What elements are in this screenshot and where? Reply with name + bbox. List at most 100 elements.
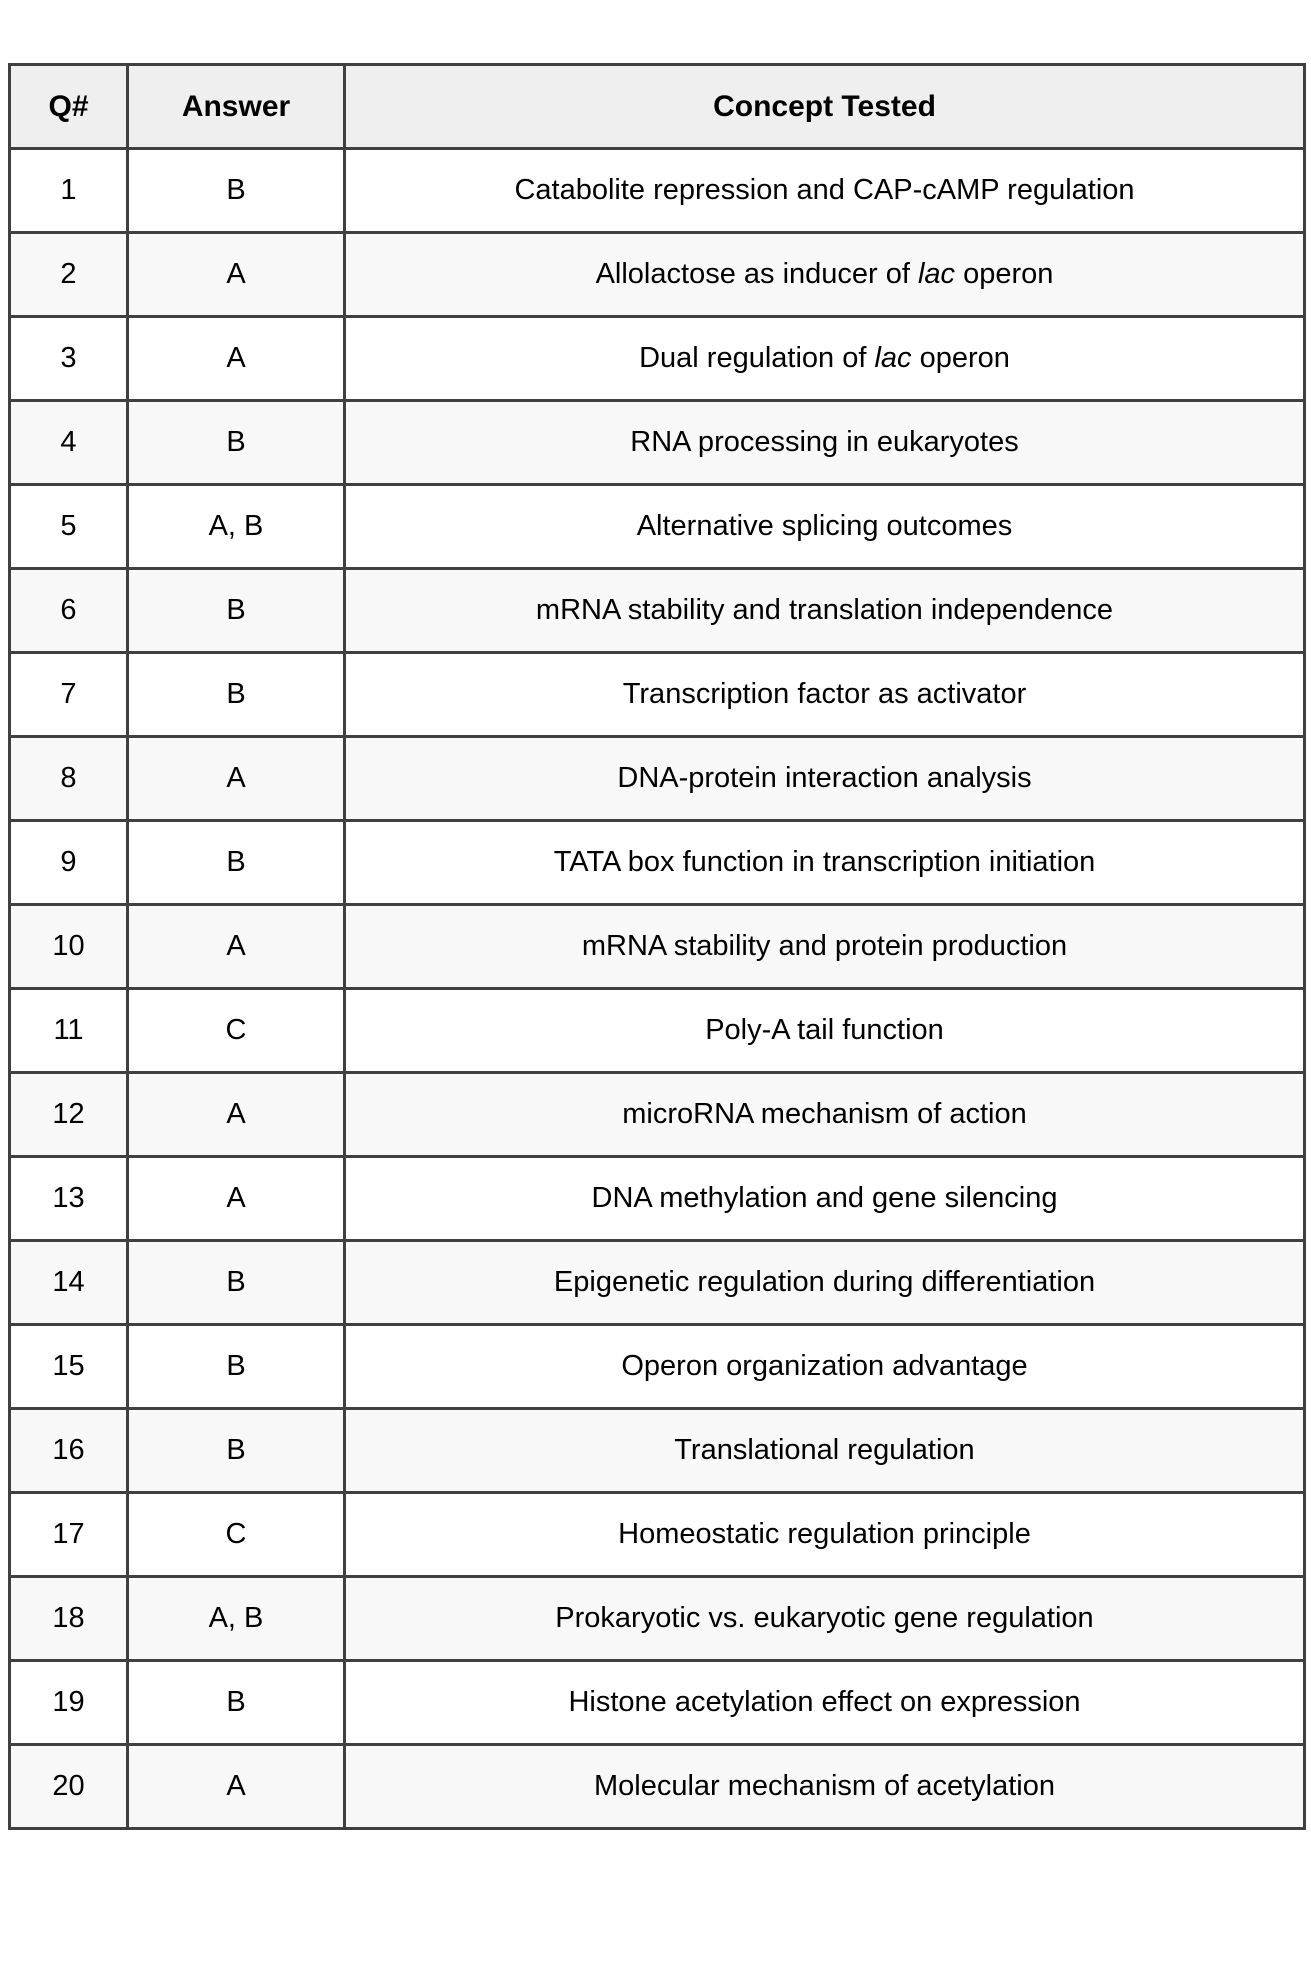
question-number-cell: 3 [8,315,129,402]
concept-cell: Alternative splicing outcomes [343,483,1306,570]
concept-text: Prokaryotic vs. eukaryotic gene regulati… [555,1602,1094,1634]
concept-text: Epigenetic regulation during differentia… [553,1266,1096,1298]
concept-text-italic: lac [874,342,912,374]
answer-cell: A [126,231,346,318]
concept-cell: Transcription factor as activator [343,651,1306,738]
question-number-cell: 6 [8,567,129,654]
concept-text: TATA box function in transcription initi… [553,846,1096,878]
concept-text: Histone acetylation effect on expression [568,1686,1081,1718]
concept-cell: TATA box function in transcription initi… [343,819,1306,906]
question-number-cell: 7 [8,651,129,738]
question-number-cell: 11 [8,987,129,1074]
concept-text: mRNA stability and protein production [581,930,1068,962]
concept-text: Molecular mechanism of acetylation [594,1770,1055,1802]
answer-cell: A, B [126,1575,346,1662]
answer-cell: B [126,1659,346,1746]
concept-text: Poly-A tail function [705,1014,944,1046]
header-row: Q# Answer Concept Tested [8,63,1306,150]
concept-text: RNA processing in eukaryotes [630,426,1019,458]
table-header: Q# Answer Concept Tested [8,63,1306,150]
concept-text: Dual regulation of [639,342,875,374]
concept-text: Transcription factor as activator [622,678,1027,710]
answer-cell: B [126,1323,346,1410]
concept-text: Homeostatic regulation principle [618,1518,1031,1550]
concept-text: DNA-protein interaction analysis [617,762,1032,794]
concept-cell: mRNA stability and protein production [343,903,1306,990]
answer-cell: C [126,987,346,1074]
question-number-cell: 18 [8,1575,129,1662]
answer-cell: A [126,1071,346,1158]
concept-text: DNA methylation and gene silencing [591,1182,1058,1214]
concept-cell: Prokaryotic vs. eukaryotic gene regulati… [343,1575,1306,1662]
concept-text-italic: lac [917,258,956,290]
concept-text: Translational regulation [674,1434,975,1466]
concept-cell: Catabolite repression and CAP-cAMP regul… [343,147,1306,234]
concept-cell: Translational regulation [343,1407,1306,1494]
concept-cell: microRNA mechanism of action [343,1071,1306,1158]
concept-cell: mRNA stability and translation independe… [343,567,1306,654]
concept-text: Catabolite repression and CAP-cAMP regul… [514,174,1135,206]
concept-text: operon [955,258,1054,290]
answer-cell: C [126,1491,346,1578]
answer-cell: A [126,903,346,990]
column-header-concept-tested: Concept Tested [343,63,1306,150]
answer-cell: B [126,147,346,234]
answer-cell: B [126,399,346,486]
question-number-cell: 1 [8,147,129,234]
concept-text: mRNA stability and translation independe… [535,594,1114,626]
question-number-cell: 9 [8,819,129,906]
answer-cell: A [126,735,346,822]
question-number-cell: 4 [8,399,129,486]
answer-cell: B [126,651,346,738]
question-number-cell: 13 [8,1155,129,1242]
concept-cell: Allolactose as inducer of lac operon [343,231,1306,318]
answer-cell: B [126,1407,346,1494]
concept-cell: Epigenetic regulation during differentia… [343,1239,1306,1326]
concept-cell: Histone acetylation effect on expression [343,1659,1306,1746]
answer-cell: B [126,1239,346,1326]
concept-cell: Molecular mechanism of acetylation [343,1743,1306,1830]
concept-text: Alternative splicing outcomes [636,510,1013,542]
answer-cell: A [126,315,346,402]
question-number-cell: 19 [8,1659,129,1746]
concept-cell: DNA-protein interaction analysis [343,735,1306,822]
question-number-cell: 15 [8,1323,129,1410]
concept-text: microRNA mechanism of action [622,1098,1027,1130]
answer-cell: B [126,819,346,906]
concept-text: Allolactose as inducer of [595,258,918,290]
question-number-cell: 16 [8,1407,129,1494]
concept-text: operon [911,342,1010,374]
question-number-cell: 20 [8,1743,129,1830]
concept-cell: Dual regulation of lac operon [343,315,1306,402]
concept-cell: RNA processing in eukaryotes [343,399,1306,486]
concept-cell: DNA methylation and gene silencing [343,1155,1306,1242]
answer-cell: A [126,1743,346,1830]
answer-cell: A, B [126,483,346,570]
concept-cell: Poly-A tail function [343,987,1306,1074]
column-header-answer: Answer [126,63,346,150]
question-number-cell: 5 [8,483,129,570]
question-number-cell: 17 [8,1491,129,1578]
